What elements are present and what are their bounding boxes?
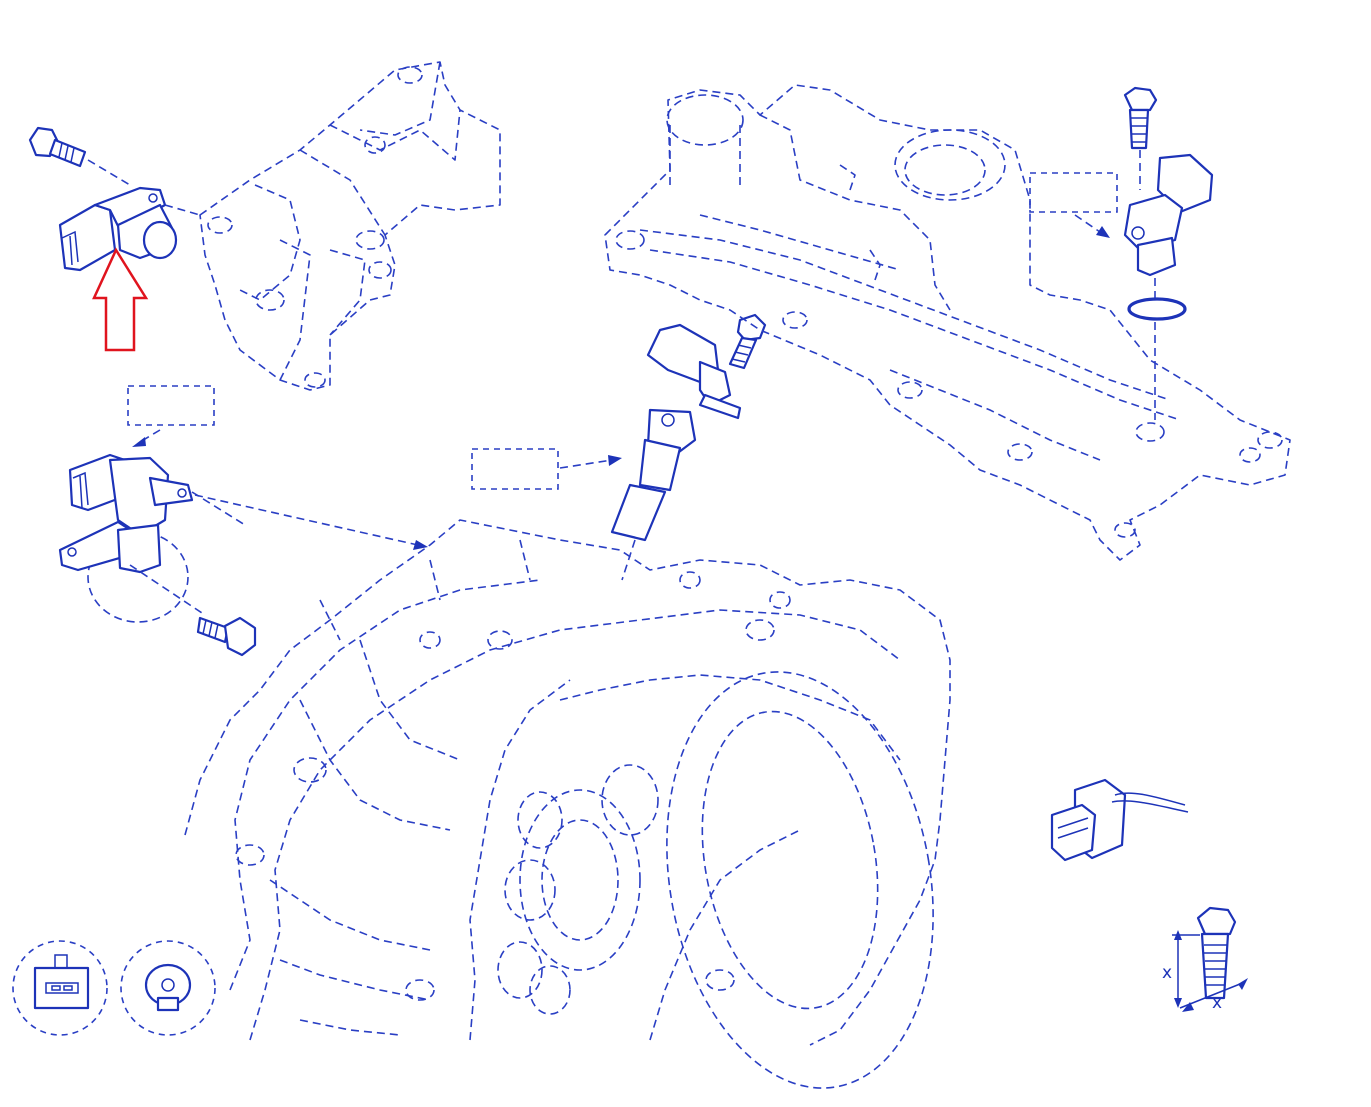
upper-right-housing: [604, 84, 1291, 561]
callout-box-left: [127, 385, 215, 426]
highlight-arrow: [92, 247, 149, 352]
callout-arrow-right: [1074, 214, 1110, 238]
callout-arrow-center: [559, 455, 622, 469]
connector-face-inset: [12, 940, 108, 1036]
callout-arrow-left: [132, 429, 161, 447]
harness-connector: [1050, 778, 1189, 862]
leader-left-to-housing: [194, 494, 428, 550]
speed-sensor-center: [610, 323, 742, 581]
callout-box-center: [471, 448, 559, 490]
torque-spec-bolt: x x: [1162, 906, 1248, 1013]
bolt-top-right: [1123, 86, 1158, 190]
bolt-center: [728, 313, 767, 370]
camshaft-sensor-top-left: [58, 186, 201, 272]
o-ring: [1127, 297, 1187, 321]
upper-left-bracket: [199, 61, 501, 391]
torque-thread-label: x: [1212, 993, 1222, 1013]
callout-box-right: [1029, 172, 1118, 213]
bolt-top-left: [28, 126, 131, 186]
gearbox-housing: [184, 519, 951, 1089]
torque-length-label: x: [1162, 963, 1172, 983]
camshaft-sensor-left-middle: [58, 453, 246, 623]
sensor-tip-inset: [120, 940, 216, 1036]
camshaft-sensor-top-right: [1123, 153, 1214, 298]
bolt-left-middle: [196, 616, 257, 657]
